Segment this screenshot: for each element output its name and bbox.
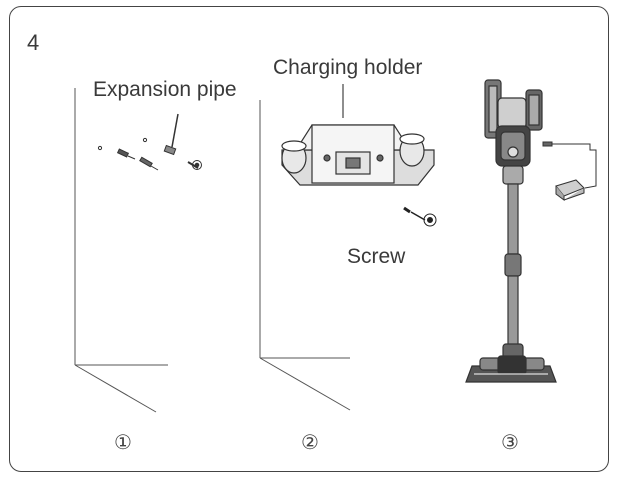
wall-corner-1	[74, 88, 168, 413]
instruction-frame	[9, 6, 609, 472]
screw-icon	[403, 206, 437, 227]
charging-holder-icon	[281, 84, 435, 186]
expansion-pipe-label: Expansion pipe	[93, 78, 237, 101]
charging-holder-label: Charging holder	[273, 56, 423, 79]
wall-corner-2	[259, 100, 351, 411]
step-number: 4	[27, 30, 40, 55]
panel-number-3: ③	[501, 430, 519, 454]
screw-label: Screw	[347, 245, 406, 268]
charger-adapter-icon	[542, 141, 597, 201]
expansion-pipe-parts-icon	[97, 113, 202, 171]
panel-number-2: ②	[301, 430, 319, 454]
panel-number-1: ①	[114, 430, 132, 454]
vacuum-cleaner-icon	[465, 79, 557, 383]
